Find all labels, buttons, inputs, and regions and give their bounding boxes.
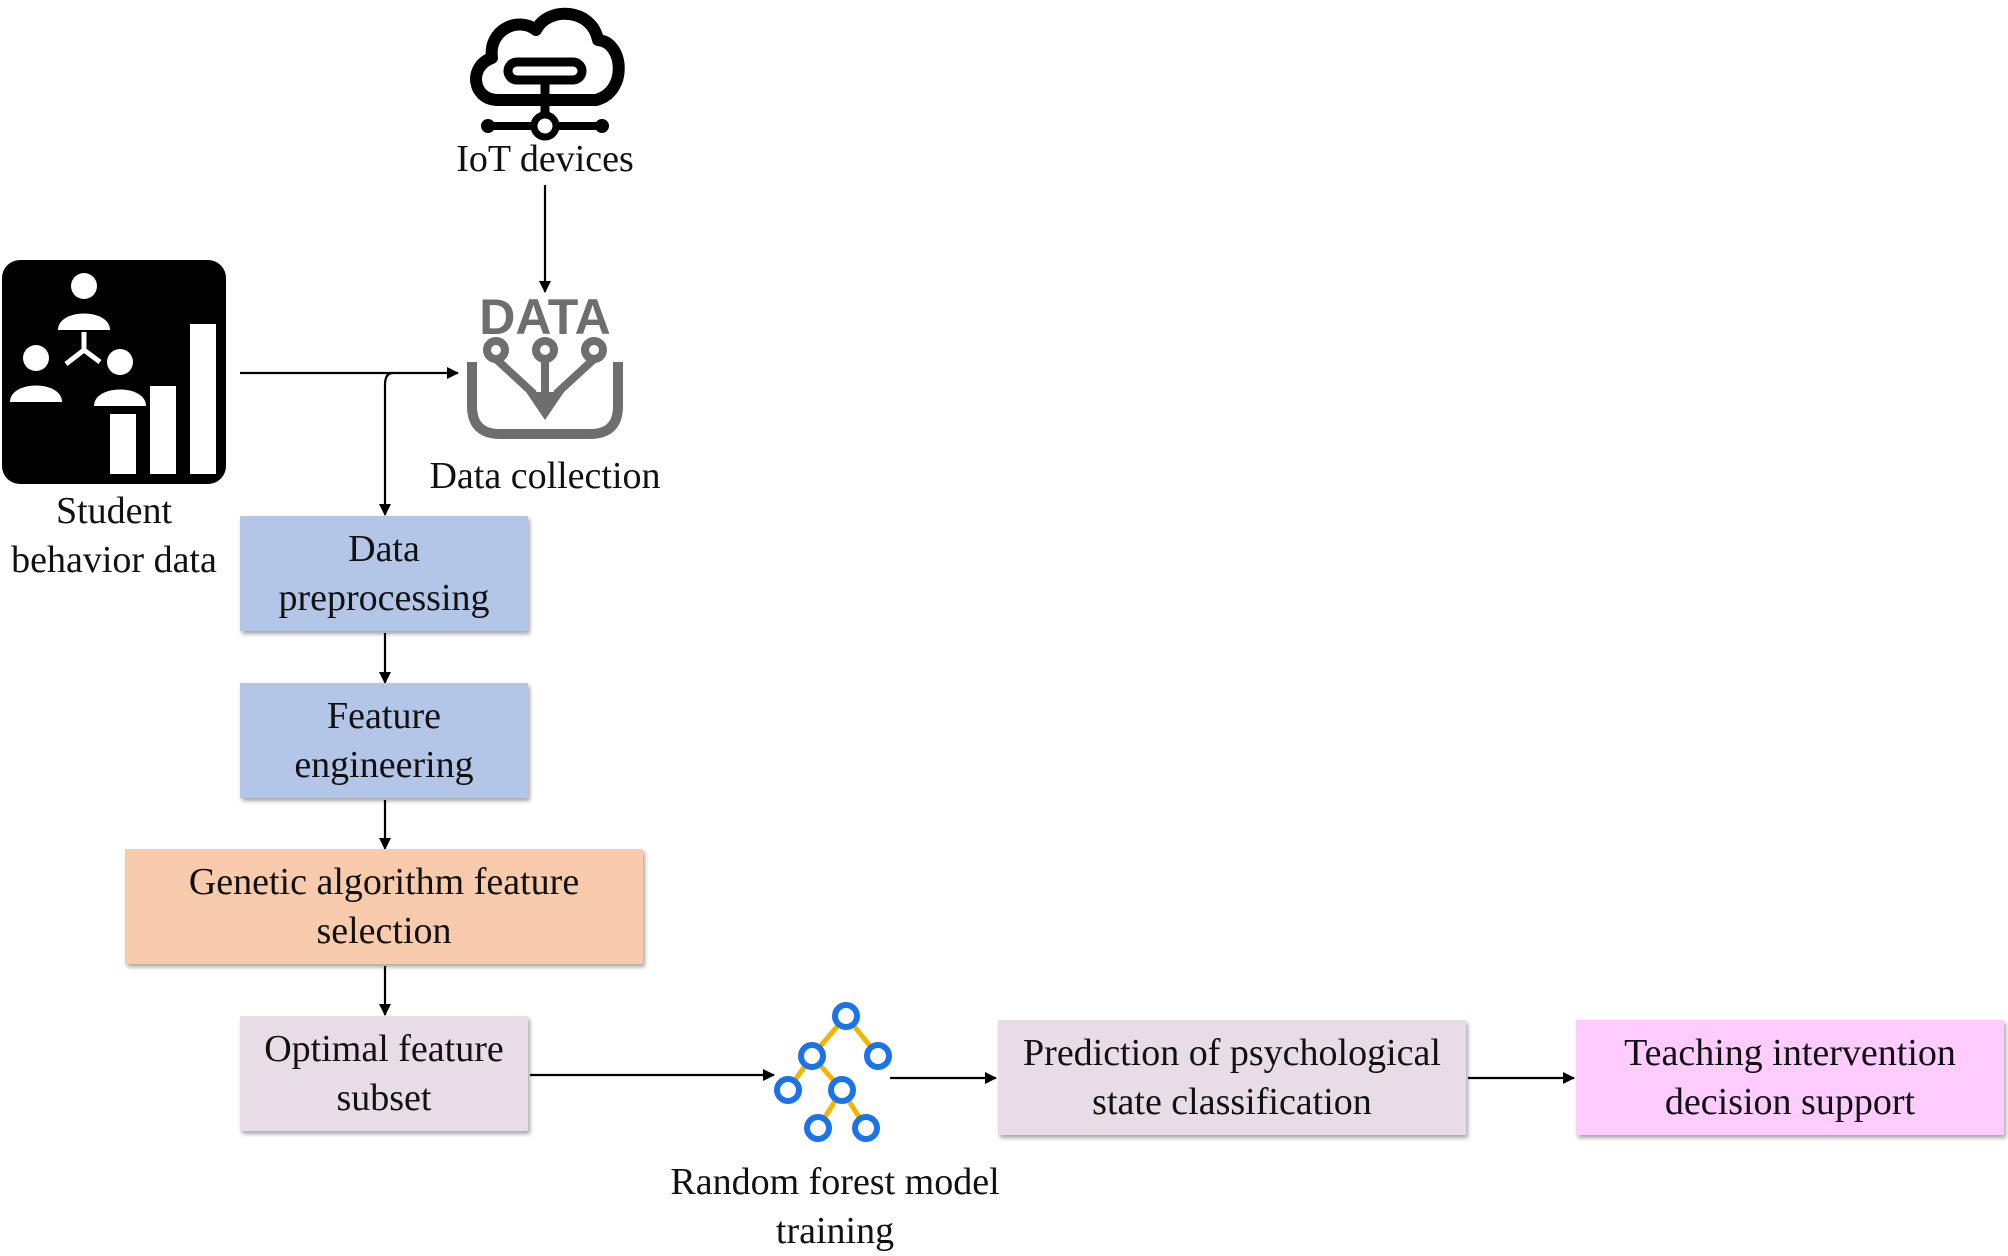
data-preprocessing-label: Data preprocessing bbox=[278, 527, 490, 619]
cloud-network-icon bbox=[470, 7, 625, 141]
ga-feature-selection-label: Genetic algorithm feature selection bbox=[188, 860, 580, 952]
data-collection-label: Data collection bbox=[429, 455, 661, 497]
data-icon-text: DATA bbox=[479, 289, 610, 345]
data-collection-icon: DATA bbox=[467, 289, 623, 439]
random-forest-label: Random forest model training bbox=[670, 1161, 1000, 1252]
data-preprocessing-box: Data preprocessing bbox=[240, 516, 528, 631]
feature-engineering-label: Feature engineering bbox=[294, 694, 474, 786]
teaching-intervention-box: Teaching intervention decision support bbox=[1576, 1020, 2004, 1135]
ga-feature-selection-box: Genetic algorithm feature selection bbox=[125, 849, 643, 964]
feature-engineering-box: Feature engineering bbox=[240, 683, 528, 798]
tree-network-icon bbox=[774, 1002, 892, 1142]
optimal-feature-subset-label: Optimal feature subset bbox=[264, 1027, 504, 1119]
teaching-intervention-label: Teaching intervention decision support bbox=[1624, 1031, 1956, 1123]
optimal-feature-subset-box: Optimal feature subset bbox=[240, 1016, 528, 1131]
iot-devices-label: IoT devices bbox=[456, 138, 634, 180]
prediction-label: Prediction of psychological state classi… bbox=[1023, 1031, 1441, 1123]
prediction-box: Prediction of psychological state classi… bbox=[998, 1020, 1466, 1135]
student-behavior-label: Student behavior data bbox=[11, 490, 217, 581]
student-analytics-icon bbox=[2, 260, 226, 484]
arrow-student-to-preprocessing bbox=[379, 371, 394, 516]
